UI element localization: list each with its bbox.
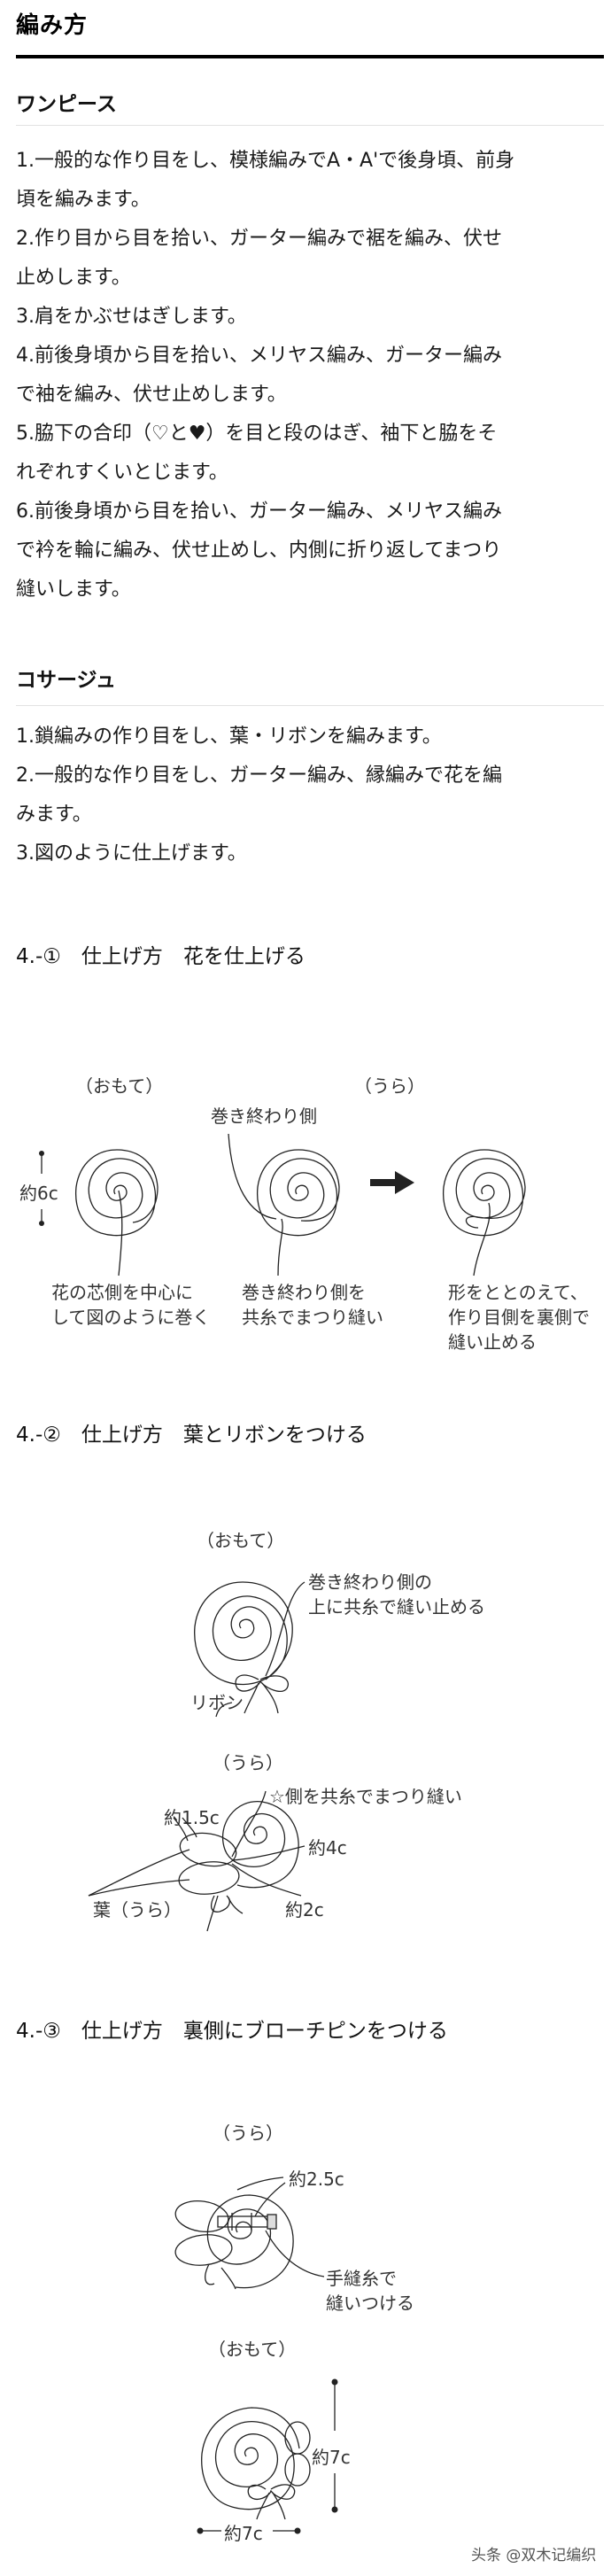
label-leaf-back: 葉（うら）: [93, 1899, 182, 1920]
note-sew-2: 上に共糸で縫い止める: [308, 1596, 485, 1618]
section-title-corsage: コサージュ: [16, 669, 116, 692]
instruction-line: れぞれすくいとじます。: [16, 462, 228, 484]
page-title: 編み方: [16, 12, 89, 39]
instruction-line: 2.作り目から目を拾い、ガーター編みで裾を編み、伏せ: [16, 228, 502, 250]
instruction-line: 3.図のように仕上げます。: [16, 842, 247, 865]
corsage-instructions: 1.鎖編みの作り目をし、葉・リボンを編みます。 2.一般的な作り目をし、ガーター…: [16, 718, 597, 873]
caption-sew-end-1: 巻き終わり側を: [242, 1282, 366, 1303]
label-back: （うら）: [213, 1752, 283, 1773]
step-title-finish-flower: 4.-① 仕上げ方 花を仕上げる: [16, 945, 306, 968]
brooch-illustrations: [174, 2176, 338, 2534]
section-divider: [16, 705, 604, 706]
instruction-line: 1.一般的な作り目をし、模様編みでA・A'で後身頃、前身: [16, 150, 515, 172]
step-title-brooch-pin: 4.-③ 仕上げ方 裏側にブローチピンをつける: [16, 2020, 448, 2043]
label-pin-size: 約2.5c: [289, 2169, 344, 2190]
instruction-line: 1.鎖編みの作り目をし、葉・リボンを編みます。: [16, 725, 442, 748]
label-front: （おもて）: [75, 1075, 164, 1097]
section-divider: [16, 125, 604, 126]
instruction-line: 縫いします。: [16, 578, 131, 601]
label-height-7c: 約7c: [312, 2447, 351, 2468]
onepiece-instructions: 1.一般的な作り目をし、模様編みでA・A'で後身頃、前身 頃を編みます。 2.作…: [16, 142, 597, 609]
caption-wind-center-2: して図のように巻く: [51, 1307, 211, 1328]
label-front: （おもて）: [197, 1530, 285, 1551]
label-wind-end: 巻き終わり側: [211, 1106, 317, 1127]
caption-wind-center-1: 花の芯側を中心に: [51, 1282, 193, 1303]
label-size-4c: 約4c: [308, 1837, 347, 1858]
caption-shape-1: 形をととのえて、: [448, 1282, 588, 1303]
instruction-line: 止めします。: [16, 267, 131, 289]
flower-finishing-diagram: （おもて） （うら） 巻き終わり側 約6c: [0, 1063, 611, 1355]
label-front: （おもて）: [208, 2339, 297, 2360]
label-size-2c: 約2c: [285, 1899, 324, 1920]
arrow-right-icon: [370, 1171, 414, 1194]
instruction-line: 3.肩をかぶせはぎします。: [16, 306, 247, 328]
label-width-7c: 約7c: [224, 2523, 263, 2544]
caption-shape-2: 作り目側を裏側で: [448, 1307, 590, 1328]
note-sew-1: 巻き終わり側の: [308, 1571, 432, 1593]
label-back: （うら）: [354, 1075, 425, 1097]
step-title-leaf-ribbon: 4.-② 仕上げ方 葉とリボンをつける: [16, 1424, 367, 1447]
brooch-pin-diagram: （うら） 約2.5c 手縫糸で 縫いつける （おもて） 約7c 約7c: [0, 2091, 611, 2576]
note-star-side: ☆側を共糸でまつり縫い: [269, 1786, 462, 1807]
instruction-line: 6.前後身頃から目を拾い、ガーター編み、メリヤス編み: [16, 500, 502, 523]
instruction-line: で袖を編み、伏せ止めします。: [16, 384, 287, 406]
leaf-ribbon-diagram: （おもて） 巻き終わり側の 上に共糸で縫い止める リボン （うら） ☆側を共糸で…: [0, 1506, 611, 1932]
label-ribbon: リボン: [190, 1692, 244, 1713]
label-size-6c: 約6c: [19, 1183, 58, 1204]
title-divider: [16, 55, 604, 58]
corsage-illustrations: [88, 1581, 306, 1932]
instruction-line: 4.前後身頃から目を拾い、メリヤス編み、ガーター編み: [16, 345, 502, 367]
spiral-illustrations: [39, 1133, 526, 1276]
caption-shape-3: 縫い止める: [448, 1331, 537, 1353]
label-leaf-size: 約1.5c: [164, 1807, 220, 1828]
instruction-line: 2.一般的な作り目をし、ガーター編み、縁編みで花を編: [16, 764, 502, 787]
section-title-onepiece: ワンピース: [16, 93, 117, 116]
label-back: （うら）: [213, 2122, 283, 2144]
note-hand-sew-2: 縫いつける: [326, 2293, 414, 2314]
instruction-line: 5.脇下の合印（♡と♥）を目と段のはぎ、袖下と脇をそ: [16, 423, 498, 445]
instruction-line: で衿を輪に編み、伏せ止めし、内側に折り返してまつり: [16, 539, 502, 562]
instruction-line: みます。: [16, 803, 92, 826]
note-hand-sew-1: 手縫糸で: [326, 2268, 397, 2289]
instruction-line: 頃を編みます。: [16, 189, 151, 211]
source-watermark: 头条 @双木记编织: [471, 2547, 597, 2564]
caption-sew-end-2: 共糸でまつり縫い: [242, 1307, 383, 1328]
